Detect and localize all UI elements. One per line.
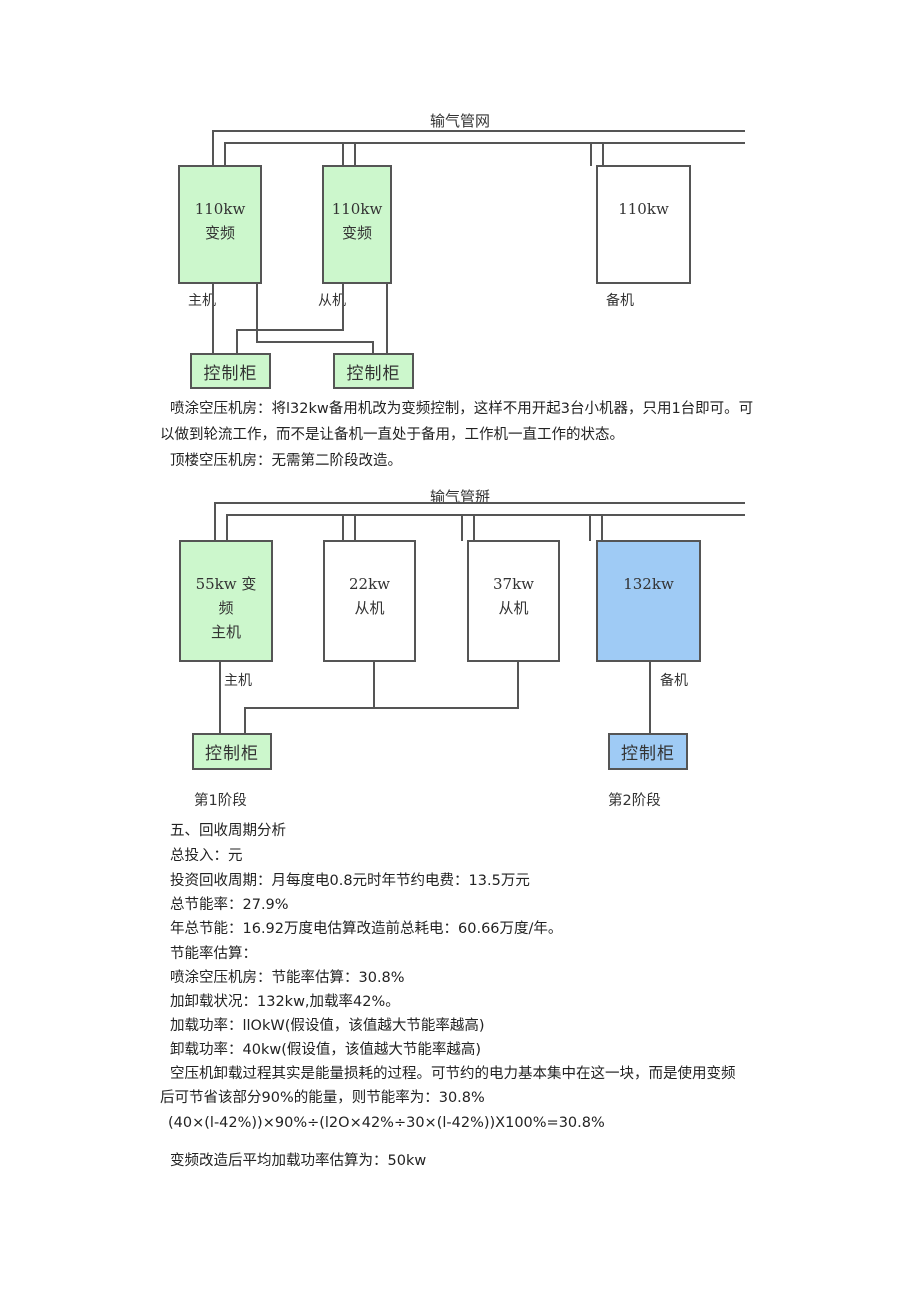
pipe-drop (354, 514, 356, 541)
unit-role: 从机 (498, 599, 529, 617)
wire (372, 341, 374, 354)
compressor-unit-standby: 110kw (596, 165, 691, 284)
pipe-drop (226, 514, 228, 541)
pipe-drop (342, 514, 344, 541)
text-line: 加卸载状况：132kw,加载率42%。 (170, 994, 400, 1010)
pipe-drop (601, 514, 603, 541)
wire (244, 707, 519, 709)
unit-power: 55kw 变 (195, 575, 257, 593)
text-line: 年总节能：16.92万度电估算改造前总耗电：60.66万度/年。 (170, 921, 563, 937)
pipe-drop (224, 142, 226, 166)
wire (373, 661, 375, 709)
unit-mode: 变频 (204, 224, 235, 242)
pipe-drop (589, 514, 591, 541)
unit-role: 从机 (354, 599, 385, 617)
control-cabinet-stage2: 控制柜 (608, 733, 688, 770)
text-line: 加载功率：llOkW(假设值，该值越大节能率越高) (170, 1018, 485, 1034)
pipe-inner (224, 142, 745, 144)
unit-power: 110kw (194, 200, 246, 218)
pipe-drop (461, 514, 463, 541)
text-line: 总投入：元 (170, 848, 243, 864)
wire (342, 283, 344, 331)
compressor-unit-22kw: 22kw 从机 (323, 540, 416, 662)
text-line: 投资回收周期：月每度电0.8元时年节约电费：13.5万元 (170, 873, 530, 889)
label-slave: 从机 (318, 293, 346, 309)
control-cabinet-1: 控制柜 (190, 353, 271, 389)
pipe-outer (212, 130, 745, 132)
compressor-unit-55kw: 55kw 变 频 主机 (179, 540, 273, 662)
pipe-network-title-2: 输气管掰 (430, 488, 491, 506)
pipe-drop (590, 142, 592, 166)
wire (236, 329, 238, 354)
stage-2-label: 第2阶段 (608, 793, 661, 809)
section-heading: 五、回收周期分析 (170, 823, 286, 839)
unit-power: 132kw (623, 575, 674, 593)
wire (256, 283, 258, 343)
pipe-drop (602, 142, 604, 166)
compressor-unit-slave: 110kw 变频 (322, 165, 392, 284)
unit-mode: 变频 (341, 224, 372, 242)
pipe-drop (212, 130, 214, 166)
unit-power: 22kw (348, 575, 390, 593)
wire (244, 707, 246, 734)
label-standby: 备机 (606, 293, 634, 309)
wire (517, 661, 519, 709)
paragraph-spray-room: 喷涂空压机房：将l32kw备用机改为变频控制，这样不用开起3台小机器，只用1台即… (170, 401, 754, 417)
pipe-drop (214, 502, 216, 541)
unit-power: 37kw (492, 575, 534, 593)
wire (649, 661, 651, 734)
pipe-drop (473, 514, 475, 541)
compressor-unit-master: 110kw 变频 (178, 165, 262, 284)
unit-power: 110kw (331, 200, 383, 218)
control-cabinet-2: 控制柜 (333, 353, 414, 389)
unit-role: 主机 (210, 623, 241, 641)
paragraph-top-floor: 顶楼空压机房：无需第二阶段改造。 (170, 453, 402, 469)
paragraph-spray-room-cont: 以做到轮流工作，而不是让备机一直处于备用，工作机一直工作的状态。 (160, 427, 624, 443)
pipe-network-title: 输气管网 (430, 112, 491, 130)
text-line: 节能率估算： (170, 946, 257, 962)
formula: (40×(l-42%))×90%÷(l2O×42%÷30×(l-42%))X10… (168, 1115, 605, 1131)
pipe-inner (226, 514, 745, 516)
stage-1-label: 第1阶段 (194, 793, 247, 809)
pipe-drop (342, 142, 344, 166)
wire (212, 283, 214, 354)
text-line: 变频改造后平均加载功率估算为：50kw (170, 1153, 427, 1169)
unit-mode: 频 (218, 599, 234, 617)
compressor-unit-132kw: 132kw (596, 540, 701, 662)
text-line: 空压机卸载过程其实是能量损耗的过程。可节约的电力基本集中在这一块，而是使用变频 (170, 1066, 736, 1082)
pipe-outer (214, 502, 745, 504)
pipe-drop (354, 142, 356, 166)
label-master: 主机 (224, 673, 252, 689)
unit-power: 110kw (618, 200, 669, 218)
control-cabinet-stage1: 控制柜 (192, 733, 272, 770)
wire (236, 329, 344, 331)
label-standby: 备机 (660, 673, 688, 689)
text-line: 总节能率：27.9% (170, 897, 289, 913)
wire (256, 341, 374, 343)
label-master: 主机 (188, 293, 216, 309)
wire (219, 661, 221, 734)
compressor-unit-37kw: 37kw 从机 (467, 540, 560, 662)
wire (386, 283, 388, 354)
text-line: 卸载功率：40kw(假设值，该值越大节能率越高) (170, 1042, 482, 1058)
text-line: 后可节省该部分90%的能量，则节能率为：30.8% (160, 1090, 485, 1106)
text-line: 喷涂空压机房：节能率估算：30.8% (170, 970, 405, 986)
